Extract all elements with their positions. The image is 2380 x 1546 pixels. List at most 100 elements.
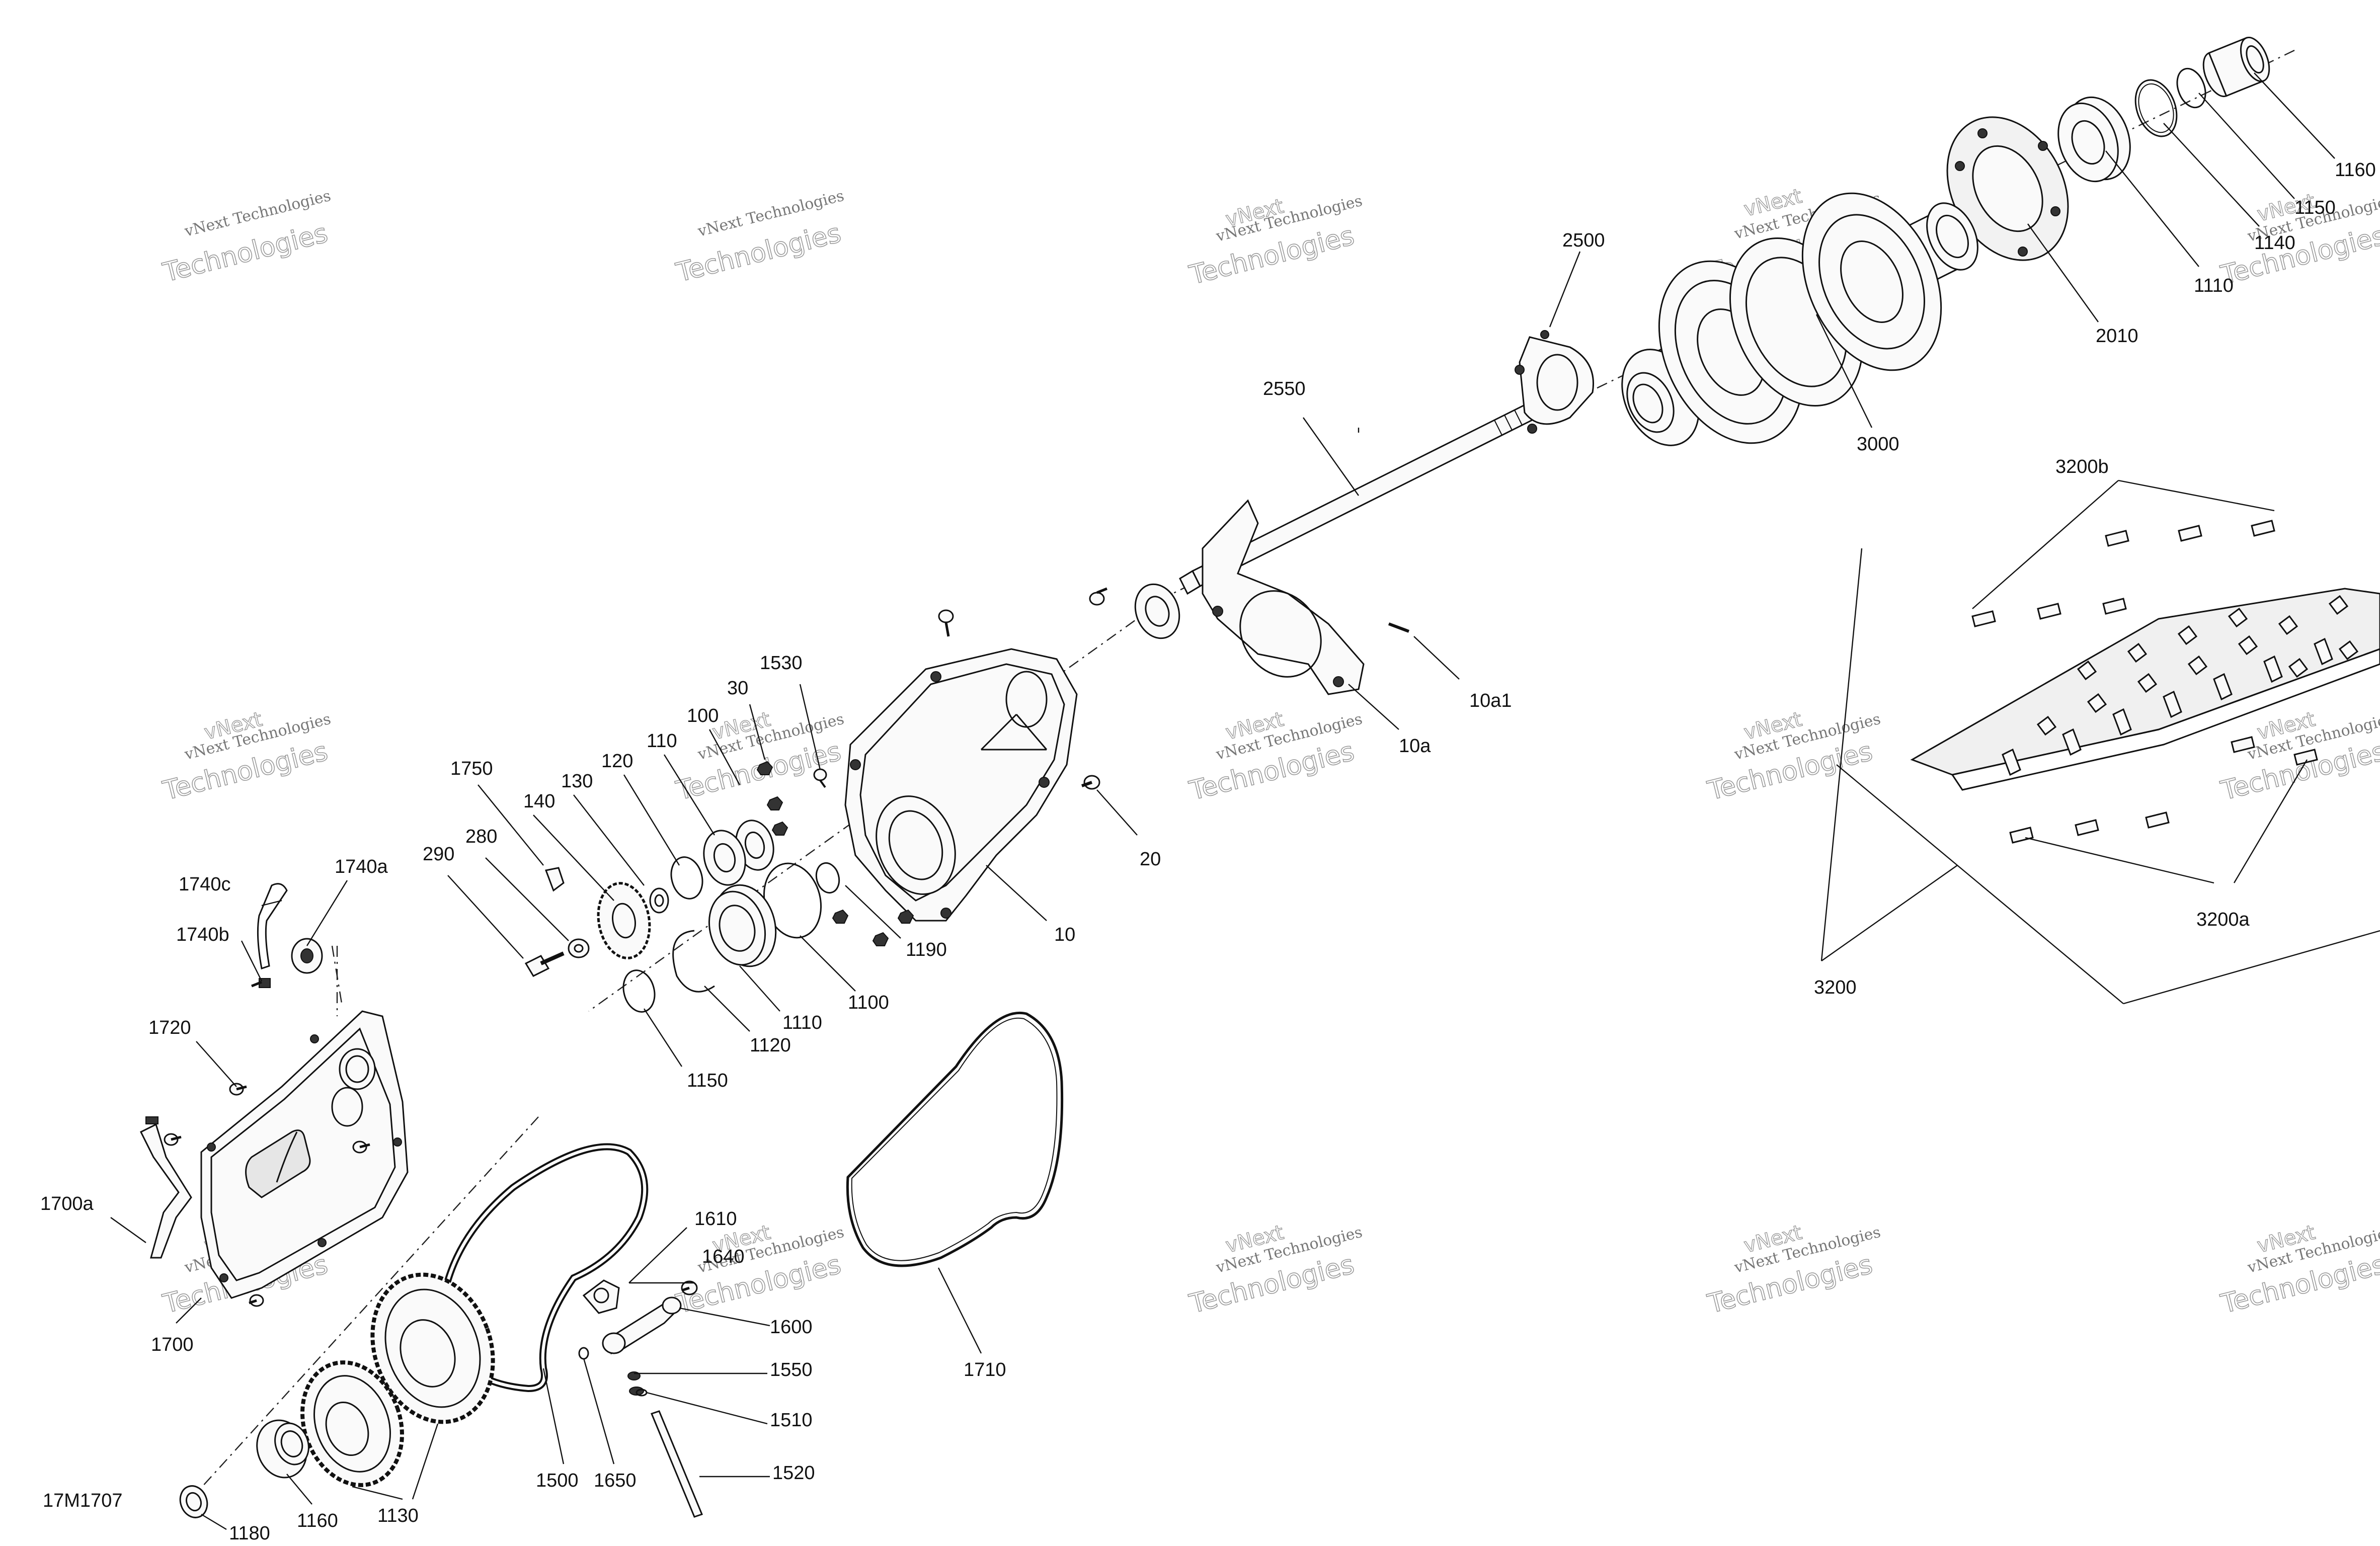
callout-1700: 1700 (151, 1334, 194, 1355)
callout-130: 130 (561, 771, 593, 792)
callout-2550: 2550 (1263, 378, 1306, 399)
part-nuts-30 (756, 761, 914, 946)
callout-1120: 1120 (750, 1035, 791, 1056)
part-track-3200 (1910, 588, 2380, 791)
part-chaincase-cover-1700 (200, 1010, 409, 1299)
lower-axis (588, 593, 1173, 1012)
part-tube-1740c (257, 883, 288, 969)
part-bearing-1110-top (2057, 96, 2131, 183)
callout-3200a: 3200a (2196, 909, 2250, 930)
callout-10: 10 (1054, 924, 1075, 945)
callout-3200b: 3200b (2055, 456, 2109, 477)
callout-1530: 1530 (760, 653, 803, 674)
part-bearing-10a (1134, 583, 1180, 639)
part-bracket-10a (1202, 499, 1365, 695)
watermark-r2c1: vNext vNext Technologies Technologies (160, 707, 333, 807)
callout-1700a: 1700a (40, 1193, 94, 1214)
callout-1190: 1190 (906, 939, 947, 960)
callout-labels: 1160 1150 1140 1110 2010 3000 2500 2550 … (40, 159, 2376, 1544)
leader-lines (110, 72, 2380, 1530)
part-circlip-1120 (672, 930, 715, 993)
watermark-r1c1: vNext Technologies Technologies (160, 187, 333, 289)
part-washer-280 (568, 938, 590, 958)
callout-1150-lower: 1150 (687, 1070, 728, 1091)
callout-10a: 10a (1399, 736, 1431, 757)
part-bolt-small-top (1089, 587, 1107, 606)
callout-1160-top: 1160 (2335, 159, 2376, 181)
part-flange-2500 (1515, 330, 1594, 434)
part-bolt-1530 (938, 609, 954, 637)
part-chain-1500 (439, 1143, 649, 1393)
callout-1510: 1510 (770, 1410, 813, 1431)
callout-3200: 3200 (1814, 977, 1857, 998)
part-plug-1740a (291, 938, 323, 974)
callout-10a1: 10a1 (1469, 690, 1512, 711)
part-sprocket-140 (597, 882, 651, 959)
callout-1720: 1720 (148, 1017, 191, 1038)
watermark-r3c3: vNext vNext Technologies Technologies (1186, 1220, 1364, 1320)
callout-1740a: 1740a (335, 856, 388, 877)
callout-2500: 2500 (1562, 230, 1605, 251)
callout-290: 290 (423, 844, 454, 865)
part-spacer-1160 (256, 1419, 309, 1479)
watermark-r1c3: vNext vNext Technologies Technologies (1186, 192, 1364, 291)
callout-1180: 1180 (229, 1523, 270, 1544)
part-ring-1140 (2134, 79, 2178, 137)
part-circlip-1150 (2176, 67, 2206, 109)
callout-280: 280 (465, 826, 497, 847)
watermark-r1c2: vNext Technologies Technologies (673, 187, 846, 289)
callout-1710: 1710 (964, 1359, 1006, 1380)
part-bolt-1530-small (813, 768, 827, 788)
callout-3000: 3000 (1857, 434, 1899, 455)
callout-110: 110 (647, 730, 677, 752)
callout-1130: 1130 (377, 1505, 419, 1526)
part-clips-3200a (2009, 736, 2318, 844)
callout-1610: 1610 (694, 1208, 737, 1230)
callout-1600: 1600 (770, 1317, 813, 1338)
callout-1100: 1100 (848, 992, 889, 1013)
track-surface-lugs (2036, 595, 2359, 736)
watermark-r2c3: vNext vNext Technologies Technologies (1186, 707, 1364, 807)
part-drive-shaft-3000 (1621, 192, 1978, 446)
part-bearing-110 (703, 830, 746, 886)
callout-140: 140 (523, 791, 555, 812)
part-brake-plate-2010 (1946, 116, 2069, 261)
sprocket-right (1801, 192, 1942, 371)
part-dipstick-1700a (139, 1116, 192, 1259)
watermark-r3c2: vNext vNext Technologies Technologies (673, 1220, 846, 1320)
part-tensioner-arm-1600 (602, 1296, 682, 1355)
part-bolts-1720 (164, 1083, 370, 1307)
part-tensioner-1610 (582, 1279, 620, 1314)
callout-1110-top: 1110 (2194, 275, 2234, 296)
callout-100: 100 (687, 705, 719, 726)
callout-1500: 1500 (536, 1470, 579, 1491)
part-gasket-1710 (846, 1011, 1064, 1267)
part-circlip-120 (670, 856, 703, 900)
assembly-axis-lines (186, 49, 2295, 1505)
callout-1140: 1140 (2254, 232, 2295, 254)
part-circlip-1150-lower (622, 969, 656, 1013)
part-pin-10a1 (1388, 622, 1410, 633)
callout-1520: 1520 (772, 1462, 815, 1484)
callout-1740b: 1740b (176, 924, 229, 945)
part-rod-1520 (650, 1410, 703, 1518)
diagram-code: 17M1707 (43, 1490, 122, 1511)
part-bearing-1110-lower (708, 884, 777, 967)
callout-20: 20 (1140, 849, 1161, 870)
part-spring-1510 (629, 1387, 648, 1397)
pulley-axis (186, 1116, 539, 1505)
part-tab-1750 (544, 867, 565, 892)
part-sprocket-1130-large (370, 1272, 495, 1424)
watermark-r3c4: vNext vNext Technologies Technologies (1704, 1220, 1882, 1320)
part-sleeve-1160 (2202, 36, 2270, 98)
part-bolt-20 (1081, 775, 1100, 790)
callout-1150-top: 1150 (2294, 197, 2336, 218)
watermark-r2c4: vNext vNext Technologies Technologies (1704, 707, 1882, 807)
callout-1110-lower: 1110 (782, 1012, 822, 1033)
callout-2010: 2010 (2096, 326, 2138, 347)
watermark-r3c5: vNext vNext Technologies Technologies (2217, 1220, 2380, 1320)
part-oring-1650 (578, 1347, 589, 1360)
part-chaincase-housing-10 (844, 648, 1078, 922)
part-bolt-290 (524, 951, 565, 977)
